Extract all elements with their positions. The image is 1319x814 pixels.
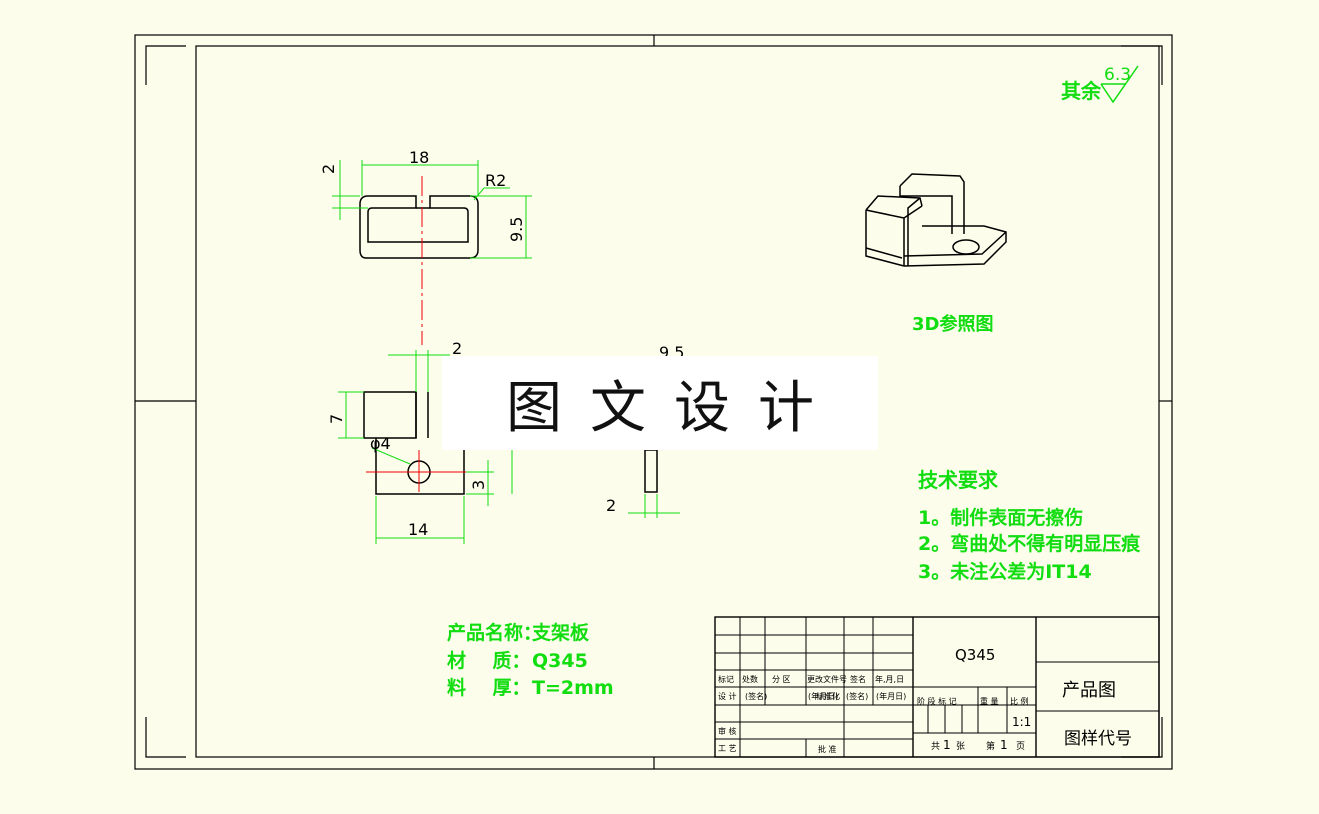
svg-text:图样代号: 图样代号 [1064,729,1132,749]
front-view-centerlines [366,450,470,492]
svg-text:张: 张 [956,741,965,752]
svg-text:6.3: 6.3 [1104,65,1131,85]
svg-text:更改文件号: 更改文件号 [807,674,847,684]
view-3d-label: 3D参照图 [912,313,993,335]
front-view-dims [338,350,513,544]
product-name-label: 产品名称： [447,621,542,644]
svg-text:第: 第 [986,740,995,752]
product-thickness-label: 料 厚： [447,676,530,699]
watermark: 图文设计 [442,356,878,450]
svg-text:1: 1 [943,738,951,752]
svg-text:(签名): (签名) [846,691,868,701]
svg-text:设 计: 设 计 [718,691,737,701]
tech-req-title: 技术要求 [918,468,999,492]
svg-text:批 准: 批 准 [818,744,837,754]
side-view [644,449,658,493]
svg-text:(年月日): (年月日) [876,691,906,701]
tech-req-item-2: 2。弯曲处不得有明显压痕 [918,532,1141,555]
svg-text:工 艺: 工 艺 [718,744,737,753]
svg-text:1:1: 1:1 [1012,715,1031,729]
dim-base-width: 14 [408,520,428,539]
svg-text:处数: 处数 [742,674,758,684]
roughness-symbol: 其余 6.3 [1061,65,1139,104]
top-view-dims [332,160,532,259]
dim-front-height: 7 [327,414,346,424]
dim-top-radius: R2 [485,171,506,190]
svg-text:(年月日): (年月日) [808,691,838,701]
product-material: Q345 [532,650,588,672]
dim-top-width: 18 [409,148,429,167]
svg-text:重 量: 重 量 [980,696,999,706]
product-name: 支架板 [531,621,590,644]
dim-top-height: 9.5 [507,217,526,242]
title-block [714,616,1160,758]
dim-front-thk: 2 [452,339,462,358]
product-material-label: 材 质： [447,649,530,672]
dim-top-gap: 2 [319,164,338,174]
svg-text:共: 共 [931,741,940,752]
svg-text:标记: 标记 [718,674,734,684]
title-block-text: 标记 处数 分 区 更改文件号 签名 年,月,日 设 计 (签名) (年月日) … [718,646,1132,754]
svg-text:签名: 签名 [850,674,866,684]
dim-hole: φ4 [370,434,391,453]
product-info: 产品名称： 支架板 材 质： Q345 料 厚： T=2mm [447,621,614,699]
svg-text:审 核: 审 核 [718,726,737,736]
dim-side-thk: 2 [606,496,616,515]
tech-req-item-3: 3。未注公差为IT14 [918,560,1092,583]
svg-text:Q345: Q345 [955,646,995,664]
svg-text:页: 页 [1016,741,1025,752]
title-block-std: 标准化 [816,691,840,701]
svg-text:年,月,日: 年,月,日 [875,674,904,684]
view-3d [865,173,1007,267]
tech-requirements: 技术要求 1。制件表面无擦伤 2。弯曲处不得有明显压痕 3。未注公差为IT14 [918,468,1141,583]
top-view [359,195,479,259]
dim-hole-offset: 3 [469,480,488,490]
sheet-frame [134,34,1173,770]
svg-text:产品图: 产品图 [1062,680,1116,701]
svg-text:其余: 其余 [1061,79,1102,103]
side-view-dims [628,494,680,518]
tech-req-item-1: 1。制件表面无擦伤 [918,506,1083,529]
svg-text:比 例: 比 例 [1010,696,1029,706]
svg-text:(签名): (签名) [745,691,767,701]
svg-text:1: 1 [1000,738,1008,752]
svg-text:阶 段 标 记: 阶 段 标 记 [917,696,957,706]
watermark-text: 图文设计 [506,375,842,441]
svg-text:分 区: 分 区 [772,675,791,684]
product-thickness: T=2mm [532,677,614,699]
